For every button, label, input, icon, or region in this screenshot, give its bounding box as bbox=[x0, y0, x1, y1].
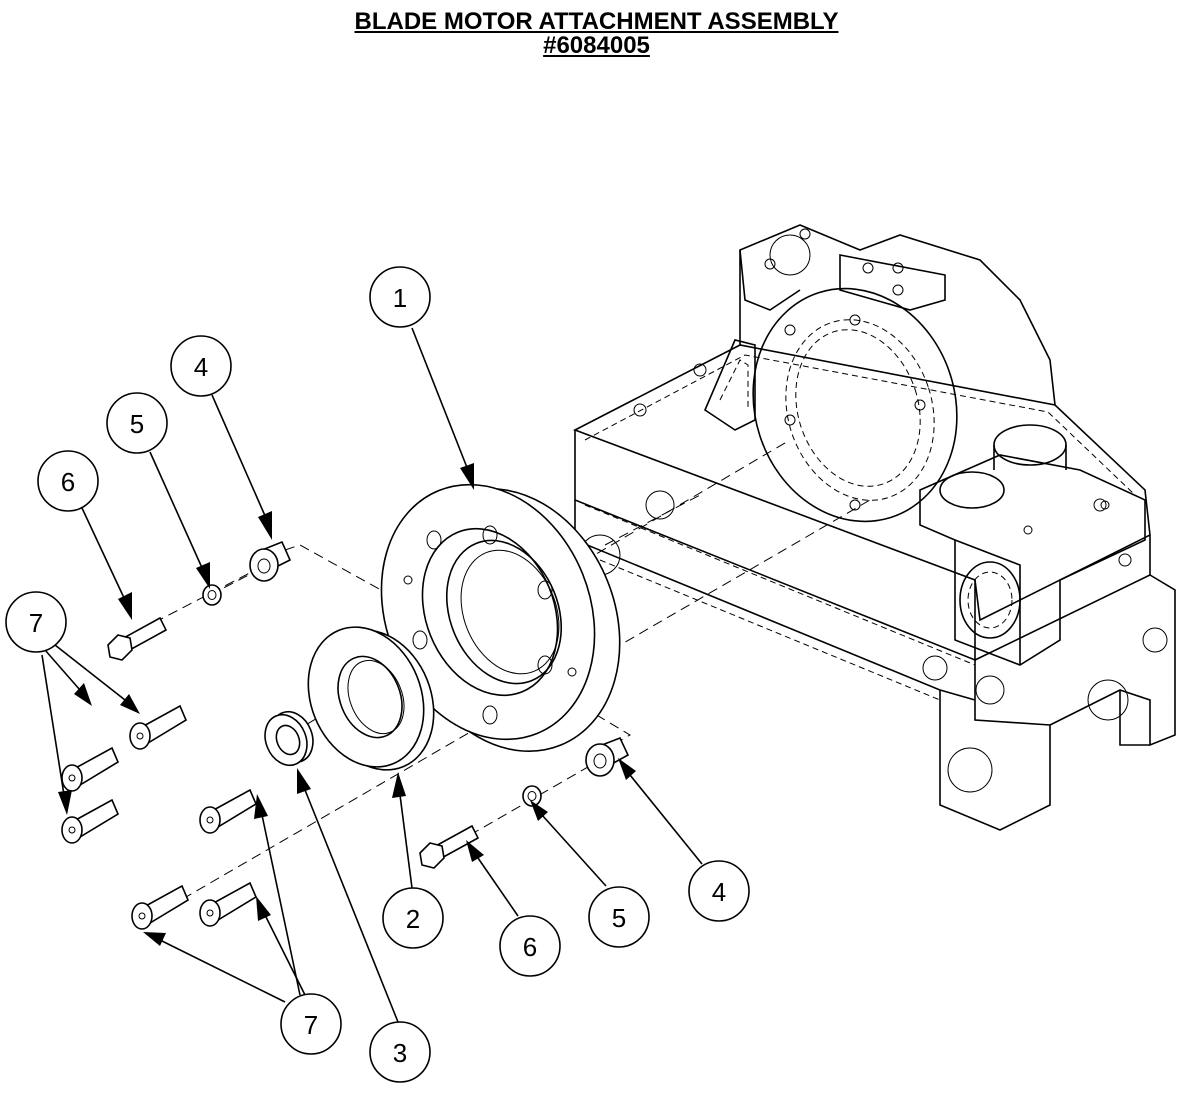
callout-label-4-upper: 4 bbox=[194, 352, 208, 382]
callout-balloon-3: 3 bbox=[369, 1021, 431, 1083]
spacer-ring bbox=[307, 626, 435, 771]
hex-bolt-upper bbox=[107, 616, 168, 661]
diagram-title: BLADE MOTOR ATTACHMENT ASSEMBLY bbox=[354, 8, 839, 35]
callout-balloon-7-upper: 7 bbox=[5, 591, 67, 653]
lock-washer-upper bbox=[202, 584, 222, 606]
callout-balloon-4-upper: 4 bbox=[170, 335, 232, 397]
shoulder-spacer-upper bbox=[249, 540, 292, 582]
hex-bolt-lower bbox=[419, 824, 480, 869]
callout-label-2: 2 bbox=[406, 904, 420, 934]
screw-d bbox=[199, 788, 258, 834]
bushing bbox=[264, 710, 314, 767]
screw-a bbox=[61, 746, 120, 792]
shoulder-spacer-lower bbox=[585, 736, 630, 777]
callout-balloon-5-upper: 5 bbox=[106, 392, 168, 454]
callout-balloon-5-lower: 5 bbox=[588, 886, 650, 948]
assembly-number: #6084005 bbox=[543, 32, 650, 59]
flat-head-screws bbox=[61, 704, 258, 930]
motor-mount-housing bbox=[573, 224, 1176, 831]
callout-label-5-upper: 5 bbox=[130, 409, 144, 439]
screw-e bbox=[131, 884, 190, 930]
screw-b bbox=[129, 704, 188, 750]
callout-label-4-lower: 4 bbox=[712, 877, 726, 907]
callout-balloon-2: 2 bbox=[382, 887, 444, 949]
callout-balloon-6-lower: 6 bbox=[499, 915, 561, 977]
callout-label-6-upper: 6 bbox=[61, 467, 75, 497]
callout-balloon-7-lower: 7 bbox=[280, 993, 342, 1055]
screw-c bbox=[61, 798, 120, 844]
adapter-flange bbox=[380, 483, 621, 753]
callout-balloon-1: 1 bbox=[369, 266, 431, 328]
lock-washer-lower bbox=[522, 785, 542, 807]
callout-label-6-lower: 6 bbox=[523, 932, 537, 962]
leader-lines bbox=[41, 327, 703, 1023]
callout-label-7-lower: 7 bbox=[304, 1010, 318, 1040]
callout-label-5-lower: 5 bbox=[612, 903, 626, 933]
callout-balloon-6-upper: 6 bbox=[37, 450, 99, 512]
screw-f bbox=[199, 881, 258, 927]
callout-label-3: 3 bbox=[393, 1038, 407, 1068]
callout-label-7-upper: 7 bbox=[29, 608, 43, 638]
callout-balloon-4-lower: 4 bbox=[688, 860, 750, 922]
callout-label-1: 1 bbox=[393, 283, 407, 313]
